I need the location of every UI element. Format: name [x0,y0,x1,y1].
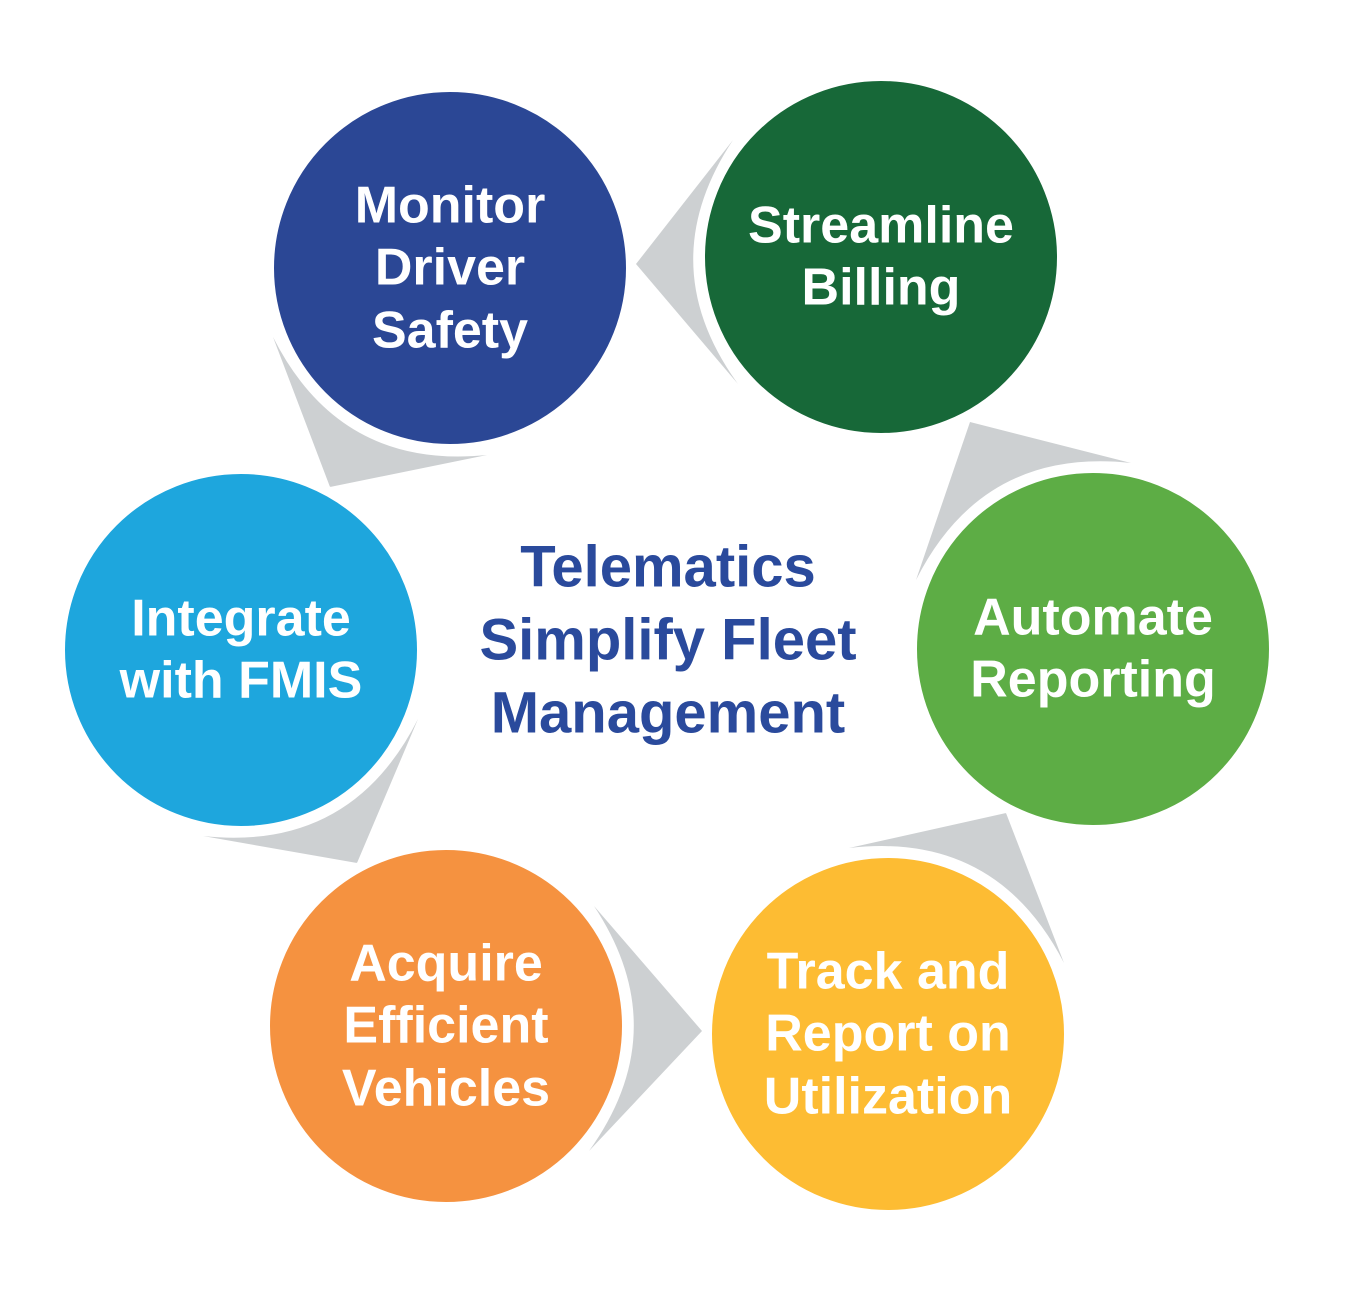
circle-streamline-billing [695,71,1067,443]
label-line: Integrate [131,589,351,648]
title-line: Telematics [520,534,816,600]
label-line: Driver [374,238,526,297]
label-line: Monitor [354,176,546,235]
diagram-title: Telematics Simplify Fleet Management [479,530,856,749]
label-monitor-driver-safety: Monitor Driver Safety [355,174,546,361]
label-streamline-billing: Streamline Billing [748,195,1014,320]
arrows [203,140,1131,1151]
arrow-integrate-to-acquire-icon [203,719,418,863]
label-line: Efficient [343,996,549,1055]
label-integrate-with-fmis: Integrate with FMIS [120,588,363,713]
arrow-track-to-automate-icon [849,813,1064,963]
label-acquire-efficient-vehicles: Acquire Efficient Vehicles [342,932,550,1119]
circle-integrate-with-fmis [55,464,427,836]
arrow-automate-to-streamline-icon [916,422,1131,580]
arrow-acquire-to-track-icon [589,906,702,1151]
title-line: Simplify Fleet [479,607,857,673]
circle-automate-reporting [907,463,1279,835]
label-line: with FMIS [119,652,363,710]
arrow-streamline-to-monitor-icon [636,140,738,384]
label-automate-reporting: Automate Reporting [970,587,1216,712]
label-line: Track and [766,942,1010,1001]
arrow-monitor-to-integrate-icon [273,337,487,487]
step-circles [55,71,1279,1220]
circle-acquire-efficient-vehicles [260,840,632,1212]
label-line: Report on [765,1004,1011,1063]
label-line: Acquire [349,934,543,993]
label-line: Vehicles [341,1059,551,1118]
label-line: Utilization [763,1067,1013,1126]
label-line: Reporting [970,651,1216,709]
title-line: Management [490,680,846,746]
label-line: Safety [371,301,529,360]
label-line: Billing [801,259,961,317]
circle-track-report-utilization [702,848,1074,1220]
circle-monitor-driver-safety [264,82,636,454]
label-line: Streamline [748,196,1014,255]
label-line: Automate [973,588,1213,647]
label-track-report-utilization: Track and Report on Utilization [764,940,1012,1127]
